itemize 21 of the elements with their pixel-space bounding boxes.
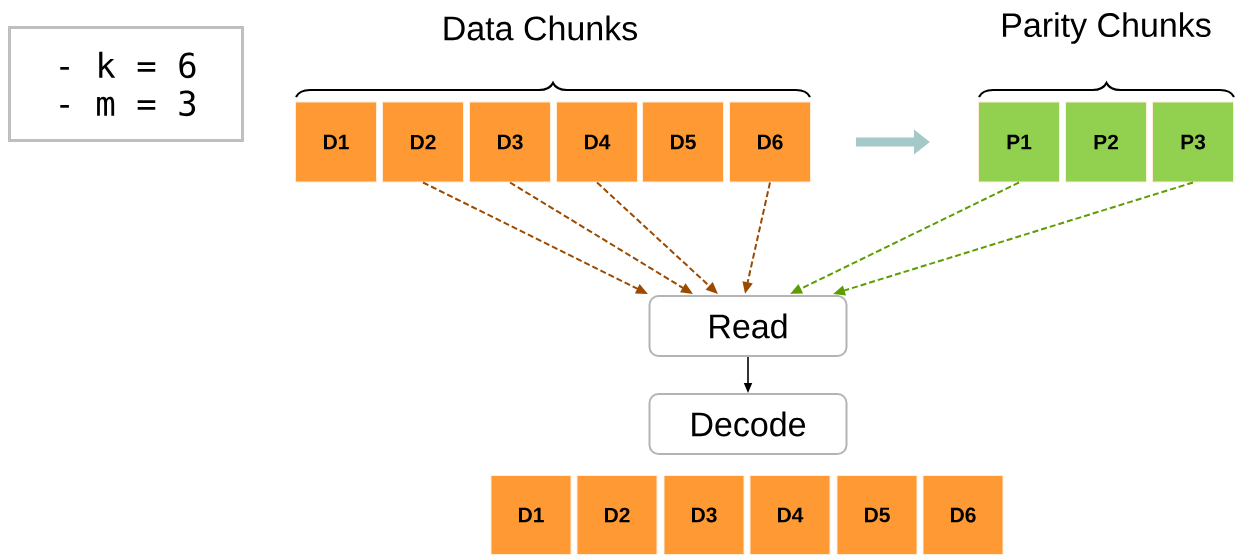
process-box: Read: [648, 295, 848, 357]
data-chunk: D4: [556, 101, 638, 183]
data-chunk: D1: [295, 101, 377, 183]
data-chunk: D4: [749, 475, 831, 555]
parameter-box: - k = 6 - m = 3: [8, 26, 244, 142]
group-heading: Parity Chunks: [1003, 12, 1211, 44]
data-chunk: D1: [490, 475, 572, 555]
data-chunk: D6: [729, 101, 811, 183]
data-chunk: D5: [642, 101, 724, 183]
data-chunk: D3: [469, 101, 551, 183]
process-box: Decode: [648, 393, 848, 455]
group-heading: Data Chunks: [444, 15, 637, 41]
parity-chunk: P3: [1152, 101, 1234, 183]
data-chunk: D2: [382, 101, 464, 183]
arrow: [596, 181, 718, 294]
data-chunk: D2: [576, 475, 658, 555]
data-chunk: D6: [922, 475, 1004, 555]
parity-chunk: P2: [1065, 101, 1147, 183]
parity-chunk: P1: [978, 101, 1060, 183]
data-chunk: D3: [663, 475, 745, 555]
data-chunk: D5: [836, 475, 918, 555]
